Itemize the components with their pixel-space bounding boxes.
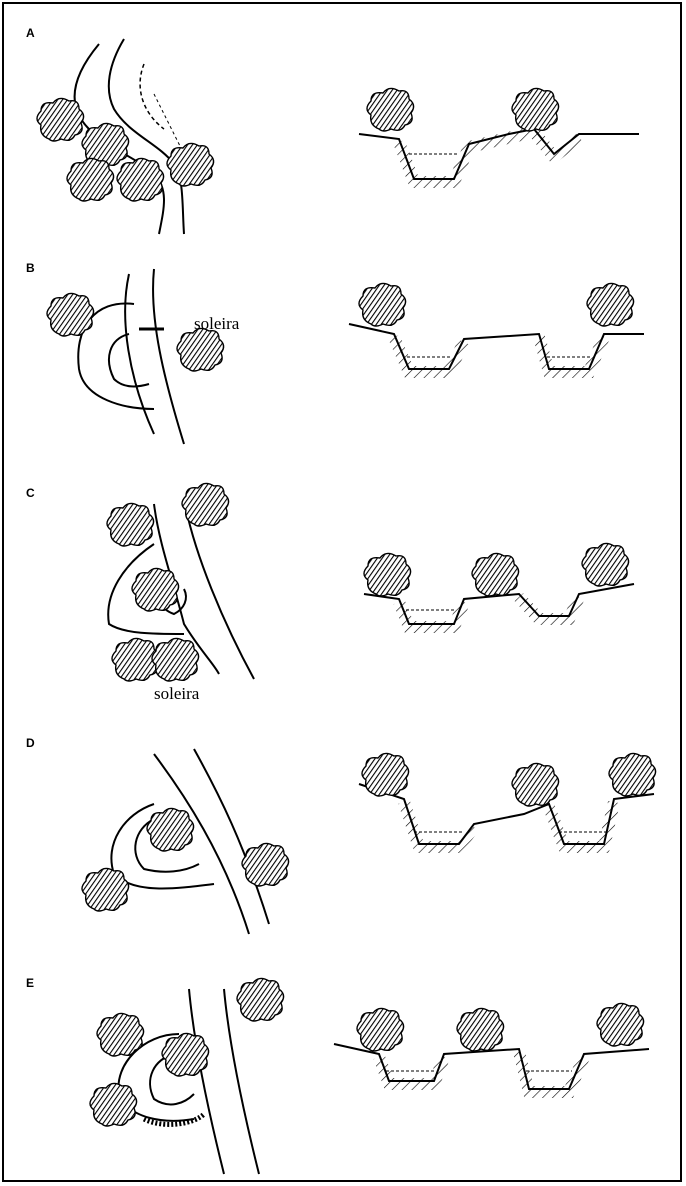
cross-section-c xyxy=(364,544,644,644)
plan-view-a xyxy=(34,34,234,234)
cross-section-a xyxy=(359,84,649,204)
panel-d: D xyxy=(4,714,684,954)
cross-section-d xyxy=(359,744,659,884)
panel-e: E xyxy=(4,954,684,1184)
plan-view-c xyxy=(84,484,274,684)
plan-view-d xyxy=(74,734,294,944)
panel-a: A xyxy=(4,4,684,239)
panel-c: C soleira xyxy=(4,464,684,714)
cross-section-b xyxy=(349,294,649,404)
panel-letter: E xyxy=(26,976,34,990)
plan-view-e xyxy=(84,974,284,1179)
panel-letter: D xyxy=(26,736,35,750)
panel-letter: C xyxy=(26,486,35,500)
plan-view-b xyxy=(34,259,224,454)
soleira-label: soleira xyxy=(154,684,199,704)
cross-section-e xyxy=(334,999,654,1109)
soleira-label: soleira xyxy=(194,314,239,334)
panel-b: B soleira xyxy=(4,239,684,464)
